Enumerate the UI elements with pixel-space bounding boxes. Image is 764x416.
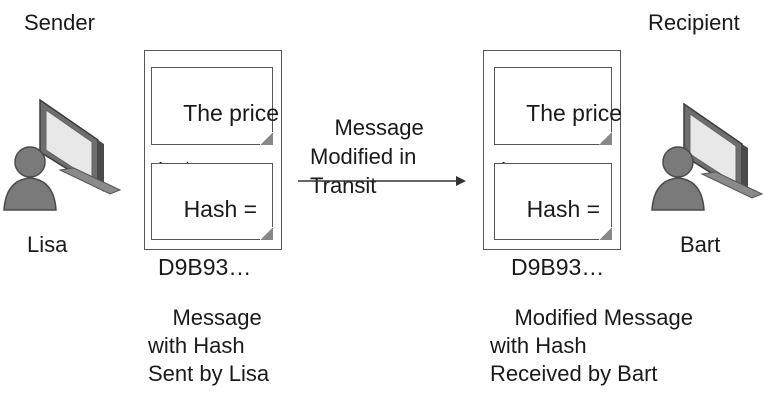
transit-line3: Transit	[310, 173, 377, 198]
sender-computer-user-icon	[3, 98, 122, 211]
recipient-heading: Recipient	[648, 10, 740, 35]
transit-line1: Message	[334, 115, 424, 140]
sender-message-line1: The price	[183, 100, 280, 126]
recipient-hash-note: Hash = D9B93…	[494, 163, 612, 280]
right-arrow-icon	[298, 176, 466, 186]
left-caption-line2: with Hash	[148, 333, 245, 358]
recipient-computer-user-icon	[651, 102, 764, 211]
page-fold-icon	[260, 132, 273, 145]
hash-integrity-diagram: Sender Recipient Lisa The price is $75. …	[3, 10, 764, 386]
transit-line2: Modified in	[310, 144, 417, 169]
recipient-name: Bart	[680, 232, 721, 257]
recipient-hash-line2: D9B93…	[511, 254, 605, 280]
right-caption-line3: Received by Bart	[490, 361, 658, 386]
left-caption-line1: Message	[172, 305, 262, 330]
left-caption-line3: Sent by Lisa	[148, 361, 270, 386]
sender-hash-note: Hash = D9B93…	[151, 163, 273, 280]
sender-name: Lisa	[27, 232, 68, 257]
page-fold-icon	[260, 227, 273, 240]
recipient-message-note: The price is .75.	[494, 67, 622, 184]
page-fold-icon	[599, 132, 612, 145]
page-fold-icon	[599, 227, 612, 240]
recipient-hash-line1: Hash =	[526, 196, 601, 222]
sender-hash-line1: Hash =	[183, 196, 258, 222]
right-caption-line2: with Hash	[490, 333, 587, 358]
sender-hash-line2: D9B93…	[158, 254, 252, 280]
sender-message-note: The price is $75.	[151, 67, 279, 184]
sender-heading: Sender	[24, 10, 95, 35]
right-caption-line1: Modified Message	[514, 305, 693, 330]
recipient-message-line1: The price	[526, 100, 623, 126]
